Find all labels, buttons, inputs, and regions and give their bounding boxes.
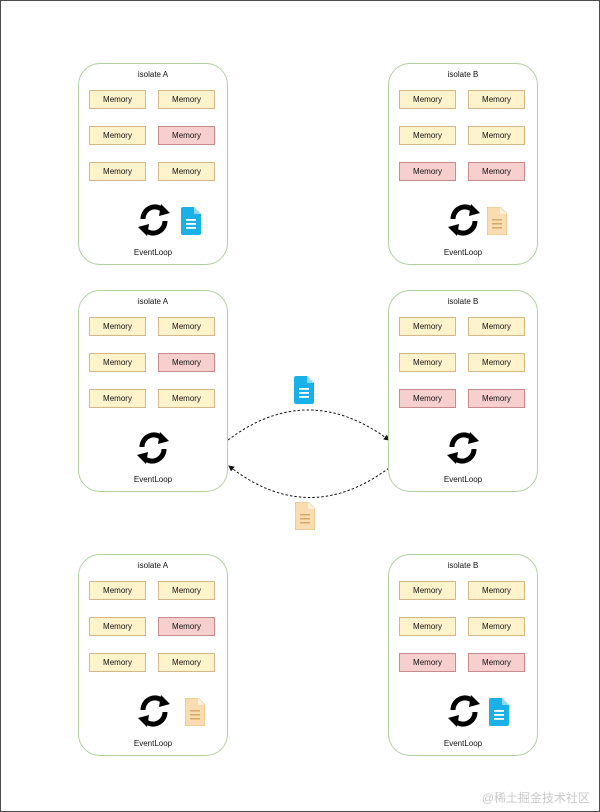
memory-block: Memory bbox=[89, 653, 146, 672]
memory-block: Memory bbox=[158, 389, 215, 408]
document-icon bbox=[295, 502, 315, 530]
cycle-icon bbox=[446, 428, 480, 468]
isolate-panel: isolate A Memory Memory Memory Memory Me… bbox=[78, 63, 228, 265]
memory-block: Memory bbox=[399, 353, 456, 372]
document-icon bbox=[181, 207, 201, 235]
memory-block: Memory bbox=[399, 90, 456, 109]
cycle-icon bbox=[447, 691, 481, 731]
event-loop-label: EventLoop bbox=[133, 475, 173, 484]
event-loop-label: EventLoop bbox=[443, 248, 483, 257]
memory-block: Memory bbox=[468, 317, 525, 336]
memory-block: Memory bbox=[468, 90, 525, 109]
memory-block-used: Memory bbox=[158, 617, 215, 636]
memory-block: Memory bbox=[89, 90, 146, 109]
memory-block: Memory bbox=[158, 317, 215, 336]
memory-block: Memory bbox=[89, 162, 146, 181]
memory-block: Memory bbox=[158, 581, 215, 600]
memory-block: Memory bbox=[89, 126, 146, 145]
memory-block-used: Memory bbox=[399, 653, 456, 672]
isolate-title: isolate B bbox=[447, 70, 479, 79]
memory-block: Memory bbox=[468, 617, 525, 636]
memory-block: Memory bbox=[89, 617, 146, 636]
memory-block-used: Memory bbox=[468, 653, 525, 672]
isolate-panel: isolate B Memory Memory Memory Memory Me… bbox=[388, 554, 538, 756]
isolate-panel: isolate B Memory Memory Memory Memory Me… bbox=[388, 290, 538, 492]
event-loop-label: EventLoop bbox=[133, 248, 173, 257]
watermark: @稀土掘金技术社区 bbox=[481, 791, 590, 805]
memory-block-used: Memory bbox=[158, 353, 215, 372]
memory-block: Memory bbox=[158, 162, 215, 181]
isolate-title: isolate B bbox=[447, 297, 479, 306]
isolate-panel: isolate A Memory Memory Memory Memory Me… bbox=[78, 290, 228, 492]
memory-block: Memory bbox=[89, 581, 146, 600]
isolate-panel: isolate B Memory Memory Memory Memory Me… bbox=[388, 63, 538, 265]
memory-block: Memory bbox=[89, 353, 146, 372]
document-icon bbox=[294, 376, 314, 404]
memory-block: Memory bbox=[468, 126, 525, 145]
memory-block-used: Memory bbox=[399, 389, 456, 408]
event-loop-label: EventLoop bbox=[133, 739, 173, 748]
memory-block-used: Memory bbox=[468, 389, 525, 408]
isolate-title: isolate B bbox=[447, 561, 479, 570]
memory-block: Memory bbox=[399, 317, 456, 336]
memory-block: Memory bbox=[399, 126, 456, 145]
memory-block-used: Memory bbox=[158, 126, 215, 145]
cycle-icon bbox=[136, 428, 170, 468]
memory-block: Memory bbox=[399, 617, 456, 636]
cycle-icon bbox=[137, 691, 171, 731]
memory-block-used: Memory bbox=[468, 162, 525, 181]
memory-block: Memory bbox=[468, 581, 525, 600]
memory-block: Memory bbox=[89, 317, 146, 336]
memory-block: Memory bbox=[158, 653, 215, 672]
event-loop-label: EventLoop bbox=[443, 475, 483, 484]
memory-block: Memory bbox=[158, 90, 215, 109]
cycle-icon bbox=[137, 200, 171, 240]
document-icon bbox=[185, 698, 205, 726]
event-loop-label: EventLoop bbox=[443, 739, 483, 748]
document-icon bbox=[487, 207, 507, 235]
cycle-icon bbox=[447, 200, 481, 240]
memory-block: Memory bbox=[89, 389, 146, 408]
document-icon bbox=[489, 698, 509, 726]
memory-block-used: Memory bbox=[399, 162, 456, 181]
isolate-title: isolate A bbox=[137, 70, 169, 79]
isolate-title: isolate A bbox=[137, 561, 169, 570]
memory-block: Memory bbox=[399, 581, 456, 600]
isolate-panel: isolate A Memory Memory Memory Memory Me… bbox=[78, 554, 228, 756]
memory-block: Memory bbox=[468, 353, 525, 372]
isolate-title: isolate A bbox=[137, 297, 169, 306]
